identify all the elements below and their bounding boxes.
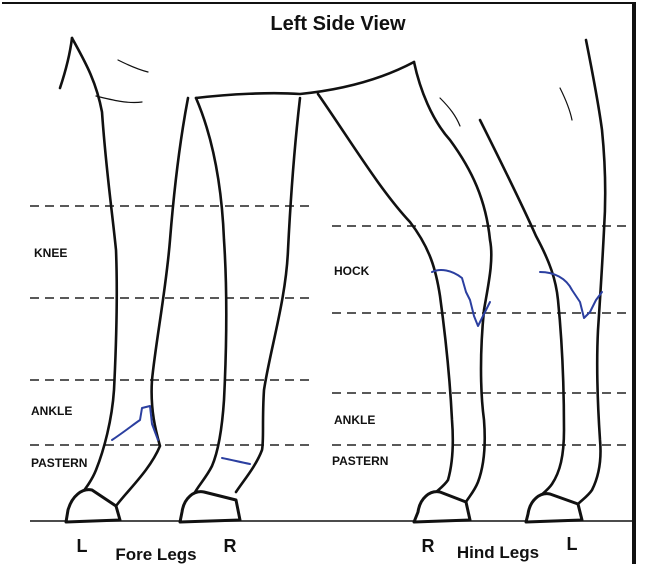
fore-left-hoof bbox=[66, 490, 120, 522]
belly-outline bbox=[196, 62, 414, 98]
knee-label: KNEE bbox=[34, 246, 67, 260]
fore-right-hoof bbox=[180, 492, 240, 522]
fore-right-letter: R bbox=[224, 536, 237, 556]
fore-left-marking bbox=[112, 406, 158, 440]
hind-left-letter: L bbox=[567, 534, 578, 554]
hind-ankle-label: ANKLE bbox=[334, 413, 375, 427]
hind-left-leg bbox=[480, 40, 605, 522]
fore-left-letter: L bbox=[77, 536, 88, 556]
fore-legs-caption: Fore Legs bbox=[115, 545, 196, 564]
hind-legs-caption: Hind Legs bbox=[457, 543, 539, 562]
fore-right-leg bbox=[180, 98, 300, 522]
hind-left-marking bbox=[540, 272, 602, 318]
page-title: Left Side View bbox=[270, 13, 406, 35]
hind-right-letter: R bbox=[422, 536, 435, 556]
white-markings bbox=[112, 270, 602, 464]
hock-label: HOCK bbox=[334, 264, 370, 278]
fore-pastern-label: PASTERN bbox=[31, 456, 87, 470]
hind-right-hoof bbox=[414, 492, 470, 522]
fore-left-leg bbox=[66, 38, 188, 522]
hind-pastern-label: PASTERN bbox=[332, 454, 388, 468]
zone-lines bbox=[30, 206, 632, 445]
hind-left-hoof bbox=[526, 494, 582, 522]
fore-right-marking bbox=[222, 458, 250, 464]
fore-ankle-label: ANKLE bbox=[31, 404, 72, 418]
